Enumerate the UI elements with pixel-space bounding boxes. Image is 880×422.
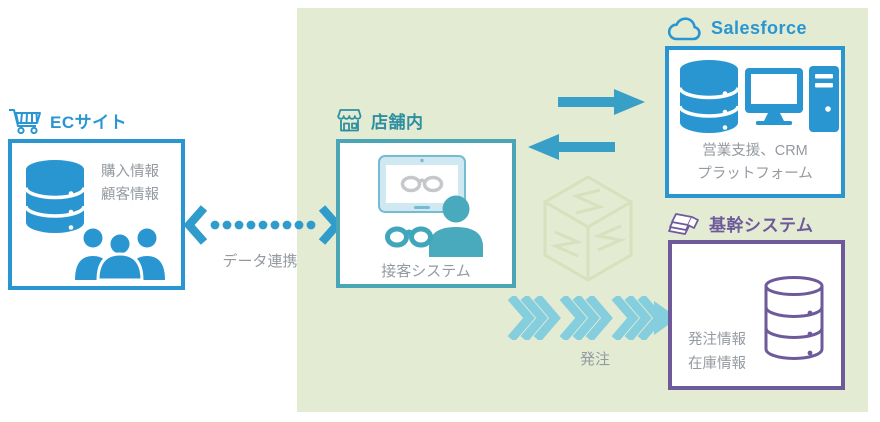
database-icon [680, 60, 738, 133]
arrow-to-salesforce [558, 89, 645, 115]
ec-info-text: 購入情報 顧客情報 [101, 161, 159, 207]
salesforce-desc-text: 営業支援、CRM プラットフォーム [669, 140, 841, 186]
ec-site-title-label: ECサイト [50, 112, 128, 132]
shopping-cart-icon [9, 109, 41, 134]
ec-info-line-2: 顧客情報 [101, 187, 159, 203]
order-chevron-arrow [508, 296, 678, 340]
s-cube-watermark-icon [543, 175, 633, 282]
store-staff-icon [429, 195, 483, 257]
order-label: 発注 [579, 351, 610, 368]
salesforce-desc-line-2: プラットフォーム [697, 166, 813, 182]
store-box: 接客システム [336, 139, 516, 288]
core-system-box: 発注情報 在庫情報 [668, 240, 845, 390]
pc-tower-icon [809, 66, 839, 132]
data-link-label: データ連携 [222, 253, 298, 270]
glasses-on-screen-icon [400, 175, 444, 193]
core-system-title: 基幹システム [668, 209, 814, 237]
stacked-documents-icon [668, 213, 699, 235]
salesforce-title: Salesforce [666, 15, 807, 42]
arrow-from-salesforce [528, 134, 615, 160]
ec-site-box: 購入情報 顧客情報 [8, 139, 185, 290]
store-system-label: 接客システム [381, 263, 471, 280]
store-title-label: 店舗内 [371, 112, 424, 132]
core-info-text: 発注情報 在庫情報 [688, 328, 746, 376]
core-info-line-1: 発注情報 [688, 332, 746, 348]
salesforce-desc-line-1: 営業支援、CRM [702, 143, 808, 159]
cloud-icon [667, 17, 701, 41]
salesforce-title-label: Salesforce [711, 18, 808, 38]
desktop-monitor-icon [745, 68, 803, 125]
core-system-title-label: 基幹システム [709, 215, 814, 235]
tablet-icon [378, 155, 466, 213]
ec-info-line-1: 購入情報 [101, 164, 159, 180]
store-title: 店舗内 [336, 107, 424, 133]
storefront-icon [337, 109, 362, 132]
glasses-icon [385, 226, 433, 248]
core-info-line-2: 在庫情報 [688, 356, 746, 372]
customers-group-icon [75, 228, 165, 280]
database-icon [26, 160, 84, 233]
ec-site-title: ECサイト [8, 106, 127, 134]
salesforce-box: 営業支援、CRM プラットフォーム [665, 46, 845, 198]
database-outline-icon [764, 276, 824, 360]
data-link-dotted-arrow [184, 205, 342, 245]
